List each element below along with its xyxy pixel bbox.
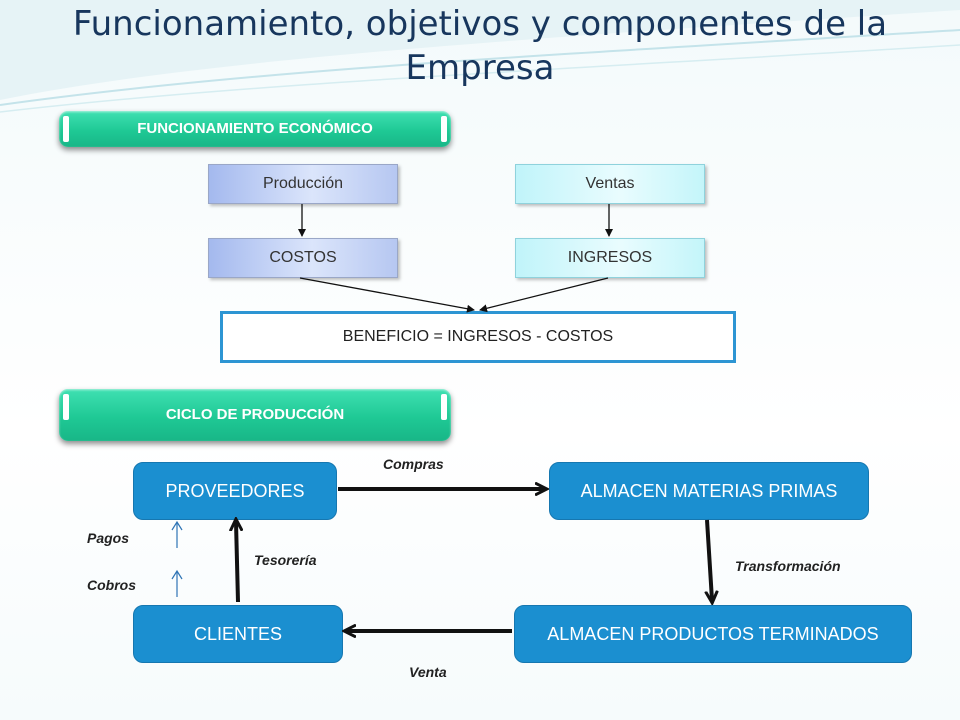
almacen-productos-terminados-node: ALMACEN PRODUCTOS TERMINADOS [514,605,912,663]
page-title: Funcionamiento, objetivos y componentes … [40,2,920,90]
produccion-box: Producción [208,164,398,204]
costos-label: COSTOS [269,249,337,266]
ingresos-box: INGRESOS [515,238,705,278]
banner-label: FUNCIONAMIENTO ECONÓMICO [137,120,373,137]
proveedores-label: PROVEEDORES [165,481,305,501]
almacen-materias-primas-node: ALMACEN MATERIAS PRIMAS [549,462,869,520]
almacen-materias-primas-label: ALMACEN MATERIAS PRIMAS [580,481,838,501]
transformacion-label: Transformación [735,558,841,574]
ingresos-label: INGRESOS [567,249,653,266]
arrow-tesoreria [236,522,238,603]
arrow-costos-beneficio [299,277,475,313]
costos-box: COSTOS [208,238,398,278]
ventas-label: Ventas [585,175,635,192]
title-line-1: Funcionamiento, objetivos y componentes … [72,4,888,44]
ventas-box: Ventas [515,164,705,204]
arrow-ingresos-beneficio [479,277,609,313]
clientes-node: CLIENTES [133,605,343,663]
proveedores-node: PROVEEDORES [133,462,337,520]
beneficio-equation: BENEFICIO = INGRESOS - COSTOS [342,328,614,345]
banner-funcionamiento-economico: FUNCIONAMIENTO ECONÓMICO [59,111,451,147]
cobros-up-arrow-icon [171,569,183,597]
title-line-2: Empresa [405,48,555,88]
almacen-productos-terminados-label: ALMACEN PRODUCTOS TERMINADOS [547,624,879,644]
banner-ciclo-de-produccion: CICLO DE PRODUCCIÓN [59,389,451,441]
cobros-label: Cobros [87,577,136,593]
beneficio-equation-box: BENEFICIO = INGRESOS - COSTOS [220,311,736,363]
clientes-label: CLIENTES [193,624,283,644]
produccion-label: Producción [262,175,344,192]
arrow-transformacion [707,519,712,600]
venta-label: Venta [409,664,447,680]
compras-label: Compras [383,456,444,472]
tesoreria-label: Tesorería [254,552,317,568]
banner-label: CICLO DE PRODUCCIÓN [165,406,345,423]
pagos-label: Pagos [87,530,130,546]
pagos-up-arrow-icon [171,520,183,548]
